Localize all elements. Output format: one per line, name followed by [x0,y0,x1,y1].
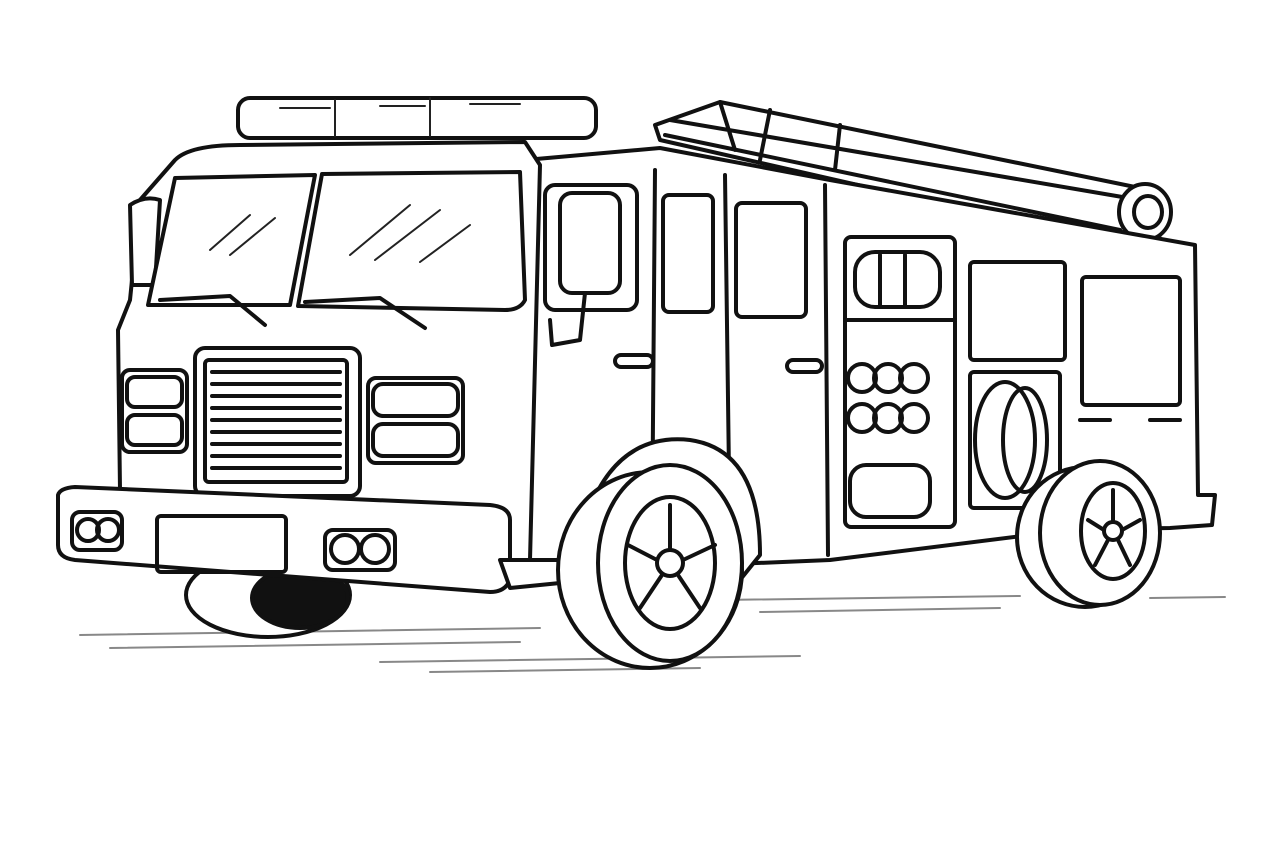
door-handle [785,358,824,374]
rear-right-wheel [1015,459,1162,609]
ladder [653,100,1173,242]
grille [193,346,362,498]
side-mirror-right [558,191,622,295]
headlight-right [366,376,465,465]
cab-doors [543,168,830,557]
wipers [158,294,427,330]
windshield-right [296,170,527,312]
light-bar [236,96,598,140]
door-handle [613,353,655,369]
windshield-left [146,173,317,307]
equipment-compartments [843,235,1182,529]
front-right-wheel [556,437,762,670]
headlight-left [120,368,189,454]
